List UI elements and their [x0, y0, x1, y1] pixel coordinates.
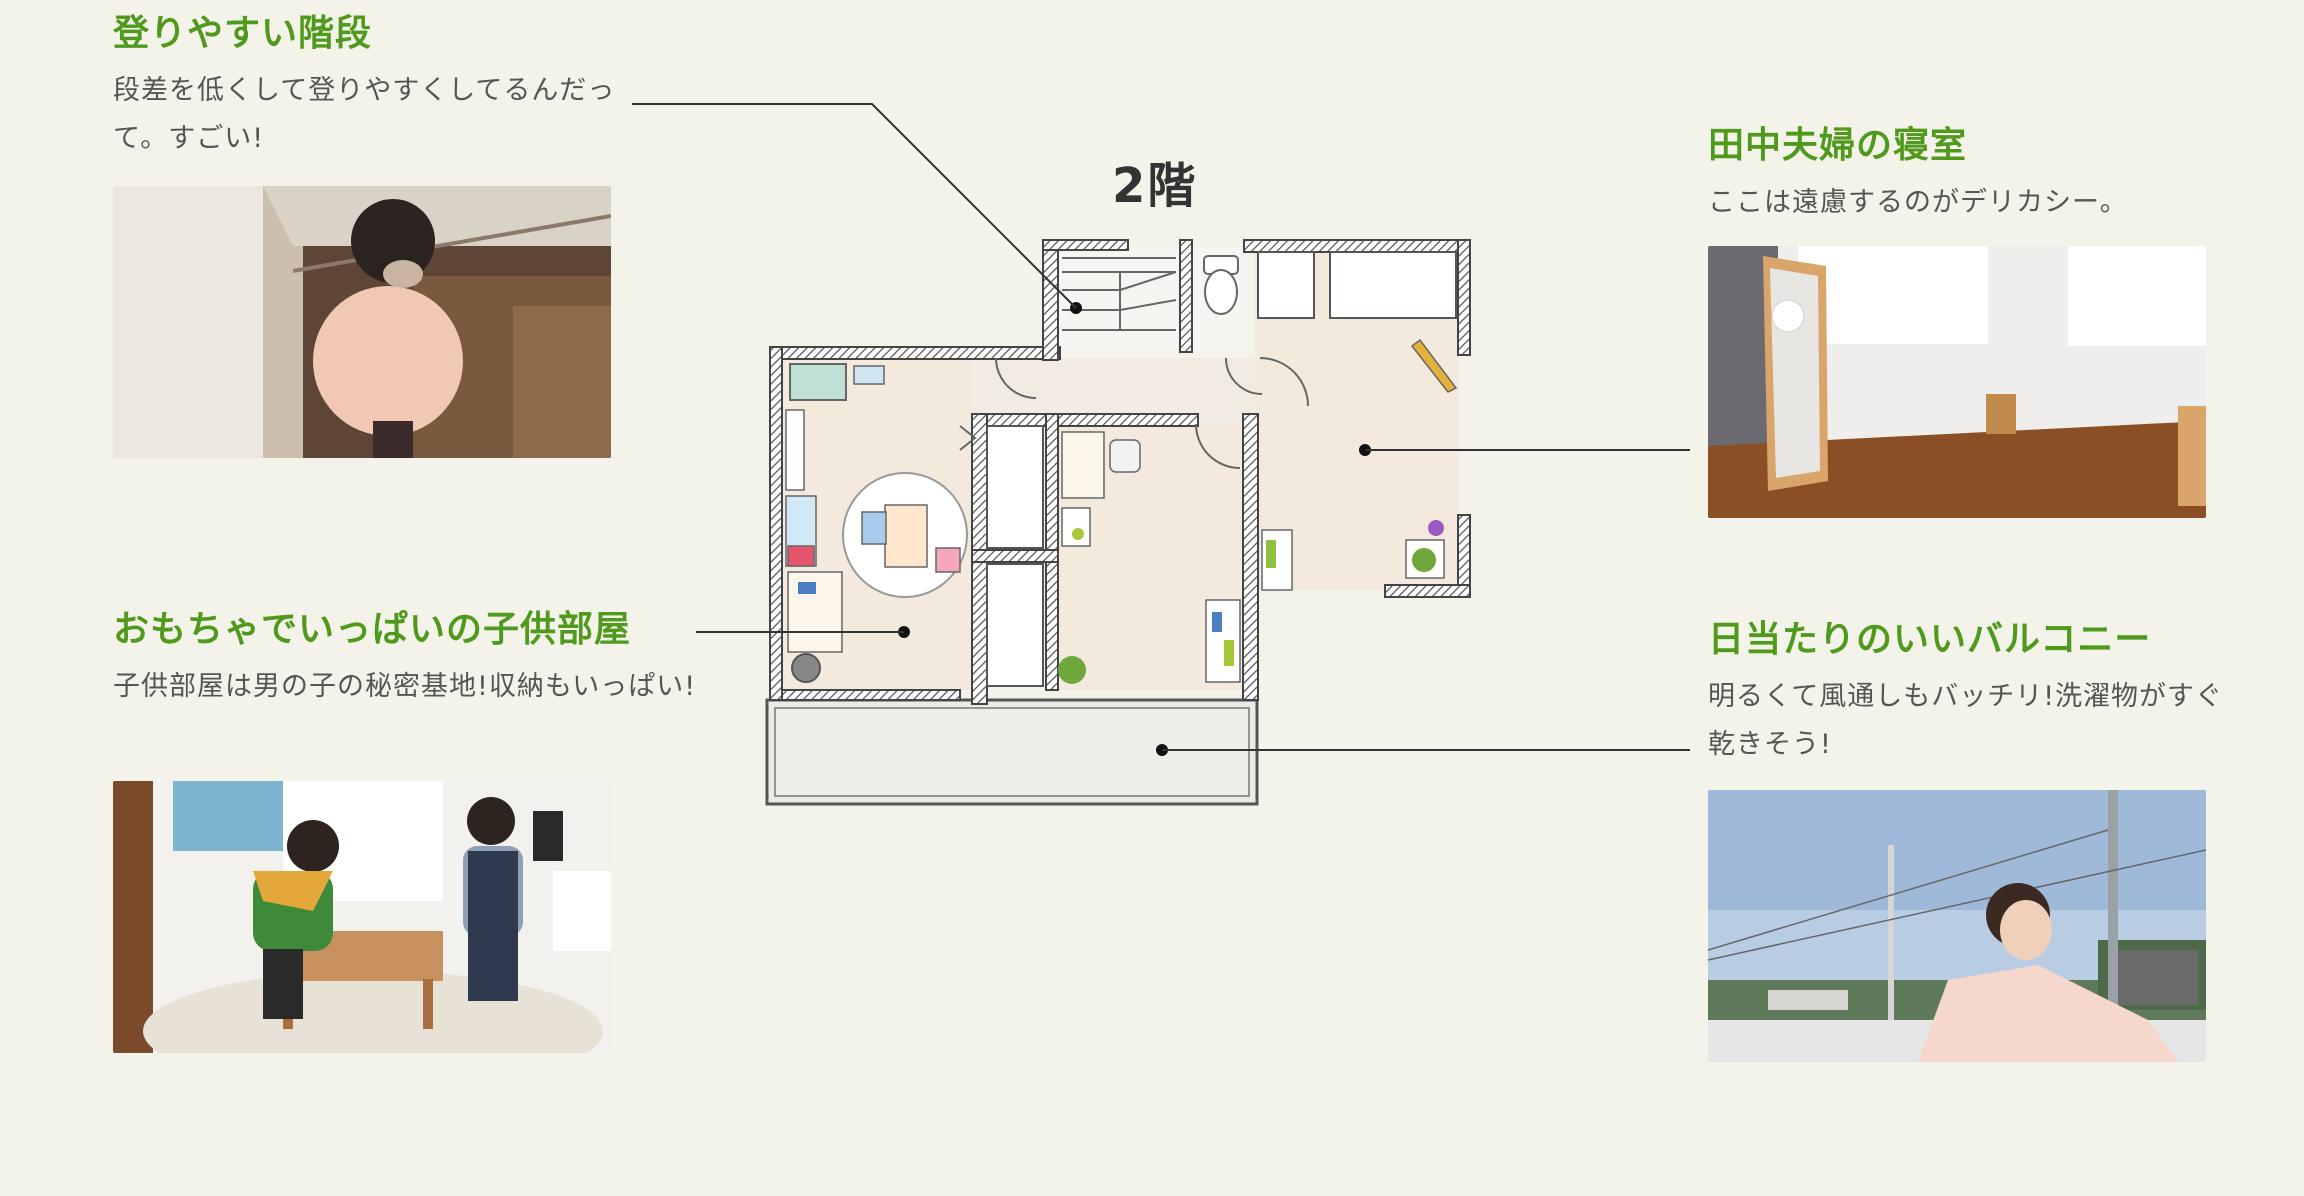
door-swings: [959, 357, 1309, 469]
stair-floor: [1058, 248, 1178, 352]
callout-balcony: 日当たりのいいバルコニー 明るくて風通しもバッチリ!洗濯物がすぐ乾きそう!: [1708, 618, 2228, 769]
kids-room-title: おもちゃでいっぱいの子供部屋: [113, 609, 632, 650]
callout-kids-room: おもちゃでいっぱいの子供部屋 子供部屋は男の子の秘密基地!収納もいっぱい!: [113, 608, 713, 711]
balcony-photo: [1708, 790, 2206, 1062]
balcony-area: [765, 698, 1259, 806]
stairs-text: 段差を低くして登りやすくしてるんだって。すごい!: [113, 75, 616, 155]
study-furniture: [1058, 431, 1241, 684]
callout-stairs: 登りやすい階段 段差を低くして登りやすくしてるんだって。すごい!: [113, 12, 633, 163]
toilet-fixture: [1203, 255, 1239, 315]
balcony-text: 明るくて風通しもバッチリ!洗濯物がすぐ乾きそう!: [1708, 681, 2224, 761]
bedroom-text: ここは遠慮するのがデリカシー。: [1708, 187, 2128, 219]
floor-label: 2階: [1112, 158, 1198, 214]
stairs-photo: [113, 186, 611, 458]
leader-lines: [632, 103, 1690, 751]
kids-room-text: 子供部屋は男の子の秘密基地!収納もいっぱい!: [113, 671, 697, 703]
bedroom-furniture: [1261, 338, 1458, 591]
kids-room-photo: [113, 781, 611, 1053]
closets: [986, 251, 1457, 687]
bedroom-photo: [1708, 246, 2206, 518]
staircase: [1062, 257, 1177, 331]
stairs-title: 登りやすい階段: [113, 13, 373, 54]
kids-room-furniture: [785, 363, 968, 683]
walls: [769, 239, 1471, 705]
balcony-title: 日当たりのいいバルコニー: [1708, 619, 2152, 660]
bedroom-title: 田中夫婦の寝室: [1708, 125, 1968, 166]
callout-bedroom: 田中夫婦の寝室 ここは遠慮するのがデリカシー。: [1708, 124, 2268, 227]
